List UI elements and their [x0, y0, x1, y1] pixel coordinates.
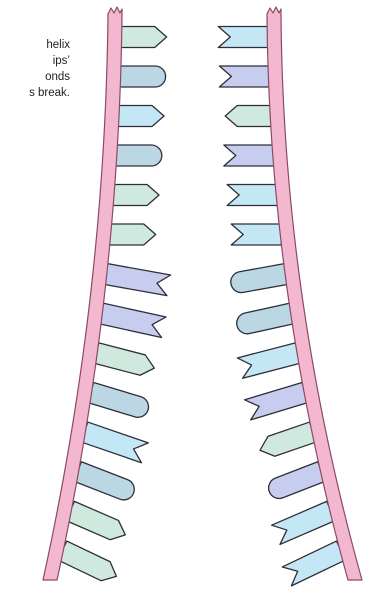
base-shape — [266, 462, 326, 502]
base — [88, 382, 152, 419]
base — [118, 106, 164, 127]
base — [282, 541, 345, 586]
base — [120, 66, 166, 87]
base-shape — [257, 422, 317, 460]
base — [99, 303, 166, 337]
base-shape — [104, 264, 171, 296]
base — [110, 224, 156, 245]
base-shape — [99, 303, 166, 337]
base-shape — [66, 501, 129, 544]
base-shape — [94, 343, 157, 378]
base — [231, 224, 281, 245]
base-shape — [81, 422, 148, 463]
base — [74, 462, 138, 503]
base-shape — [120, 66, 166, 87]
base-shape — [237, 343, 300, 378]
base-shape — [219, 66, 269, 87]
base — [81, 422, 148, 463]
base — [104, 264, 171, 296]
base — [237, 343, 300, 378]
base — [116, 145, 162, 166]
base — [245, 382, 309, 419]
base-shape — [272, 501, 335, 544]
base — [235, 303, 294, 336]
base — [218, 27, 268, 48]
base-shape — [225, 106, 271, 127]
base-shape — [113, 185, 159, 206]
base-shape — [231, 224, 281, 245]
base-shape — [58, 541, 121, 586]
base — [229, 264, 288, 295]
base-shape — [88, 382, 152, 419]
base-shape — [116, 145, 162, 166]
base-shape — [110, 224, 156, 245]
base — [94, 343, 157, 378]
base — [266, 462, 326, 502]
base — [225, 106, 271, 127]
base — [66, 501, 129, 544]
base-shape — [245, 382, 309, 419]
base — [272, 501, 335, 544]
base-shape — [227, 185, 277, 206]
base — [58, 541, 121, 586]
base-shape — [229, 264, 288, 295]
base-shape — [282, 541, 345, 586]
base-shape — [121, 27, 167, 48]
base — [121, 27, 167, 48]
base — [113, 185, 159, 206]
base — [219, 66, 269, 87]
base — [227, 185, 277, 206]
base — [224, 145, 274, 166]
base-shape — [224, 145, 274, 166]
base-shape — [235, 303, 294, 336]
base-shape — [218, 27, 268, 48]
base — [257, 422, 317, 460]
base-shape — [118, 106, 164, 127]
base-shape — [74, 462, 138, 503]
